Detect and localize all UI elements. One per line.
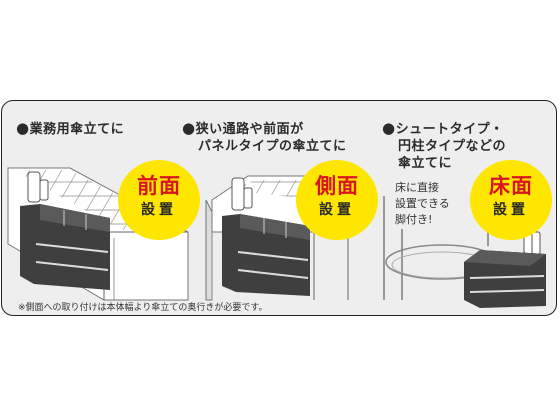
- holder-product-floor: [464, 225, 546, 308]
- footnote: ※側面への取り付けは本体幅より傘立ての奥行きが必要です。: [18, 303, 268, 313]
- badge-title: 前面: [137, 174, 181, 198]
- badge-subtitle: 設置: [493, 202, 529, 218]
- badge-title: 側面: [315, 174, 359, 198]
- floor-placement-badge: 床面 設置: [470, 160, 552, 240]
- badge-subtitle: 設置: [319, 202, 355, 218]
- badge-title: 床面: [489, 174, 533, 198]
- section-3-heading: ●シュートタイプ・円柱タイプなどの傘立てに: [382, 119, 507, 172]
- section-1-heading: ●業務用傘立てに: [16, 119, 125, 138]
- holder-product-front: [20, 171, 110, 290]
- floor-legs-callout: 床に直接 設置できる 脚付き!: [393, 179, 472, 229]
- badge-subtitle: 設置: [141, 202, 177, 218]
- holder-product-side: [222, 177, 310, 296]
- bullet-icon: ●: [182, 119, 196, 137]
- bullet-icon: ●: [16, 119, 30, 137]
- bullet-icon: ●: [382, 119, 396, 137]
- section-2-heading: ●狭い通路や前面がパネルタイプの傘立てに: [182, 119, 347, 155]
- side-mount-badge: 側面 設置: [296, 160, 378, 240]
- front-mount-badge: 前面 設置: [118, 160, 200, 240]
